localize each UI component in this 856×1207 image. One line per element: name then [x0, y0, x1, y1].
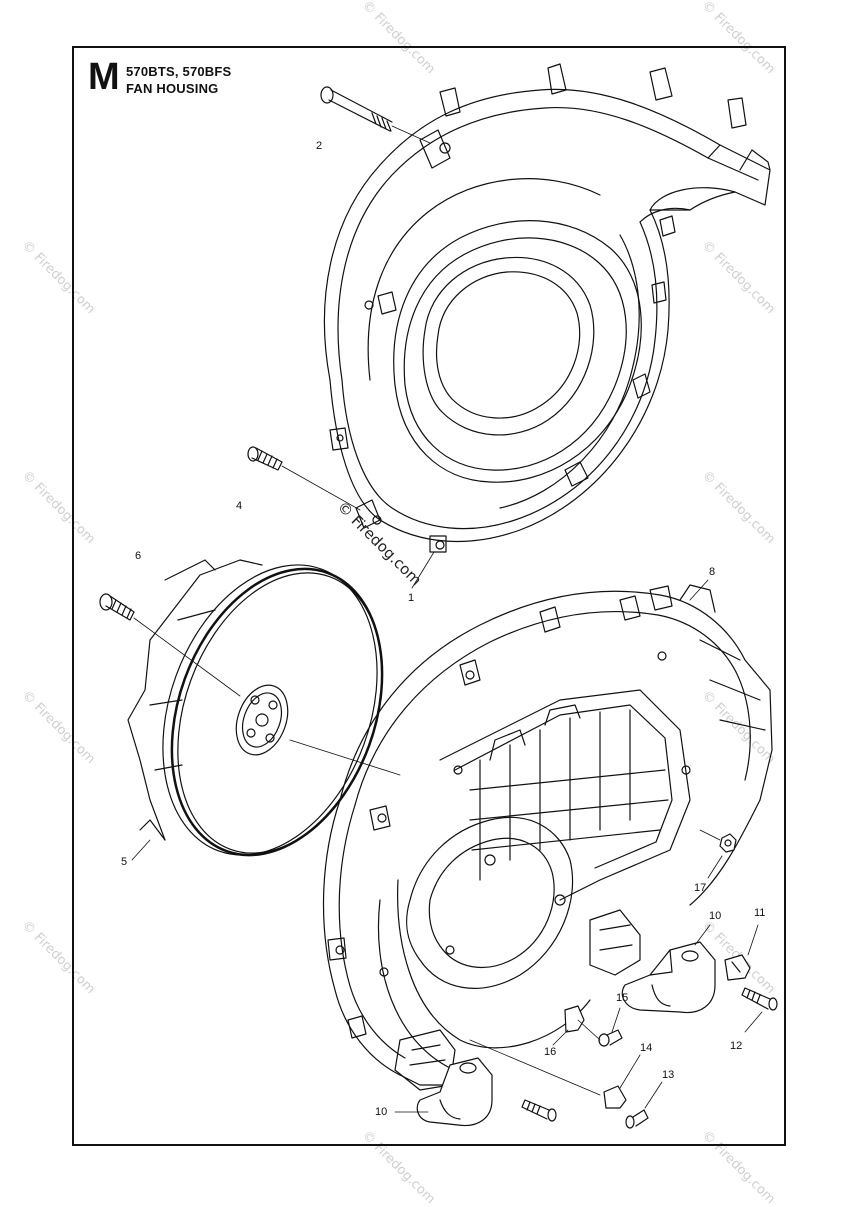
section-letter: M	[88, 56, 120, 98]
screw-part-2	[320, 86, 431, 144]
diagram-title: FAN HOUSING	[126, 81, 219, 96]
clamp-part-14	[469, 1039, 641, 1109]
callout-13: 13	[662, 1069, 675, 1081]
screw-part-12	[741, 987, 778, 1033]
callout-12: 12	[730, 1040, 743, 1052]
callout-16: 16	[544, 1046, 557, 1058]
callout-14: 14	[640, 1042, 653, 1054]
fan-housing-cover-part-1	[323, 63, 771, 589]
diagram-frame	[72, 46, 786, 1146]
callout-17: 17	[694, 882, 707, 894]
foot-part-10-right	[621, 924, 716, 1014]
callout-11: 11	[754, 907, 766, 919]
callout-1: 1	[408, 592, 415, 604]
screw-part-15	[598, 1007, 623, 1047]
callout-10-left: 10	[375, 1106, 388, 1118]
fan-impeller-part-5	[127, 559, 401, 861]
clip-part-11	[724, 924, 759, 981]
callout-10-right: 10	[709, 910, 722, 922]
nut-part-17	[699, 829, 737, 879]
callout-8: 8	[709, 566, 716, 578]
screw-part-4	[247, 446, 361, 511]
callout-4: 4	[236, 500, 243, 512]
foot-part-10-left	[394, 1057, 557, 1127]
screw-part-13	[625, 1081, 663, 1129]
callout-5: 5	[121, 856, 128, 868]
fan-housing-back-part-8	[322, 579, 773, 1091]
callout-6: 6	[135, 550, 142, 562]
clamp-part-16	[552, 1005, 601, 1046]
model-numbers: 570BTS, 570BFS	[126, 64, 232, 79]
callout-15: 15	[616, 992, 629, 1004]
screw-part-6	[99, 593, 241, 697]
callout-2: 2	[316, 140, 323, 152]
